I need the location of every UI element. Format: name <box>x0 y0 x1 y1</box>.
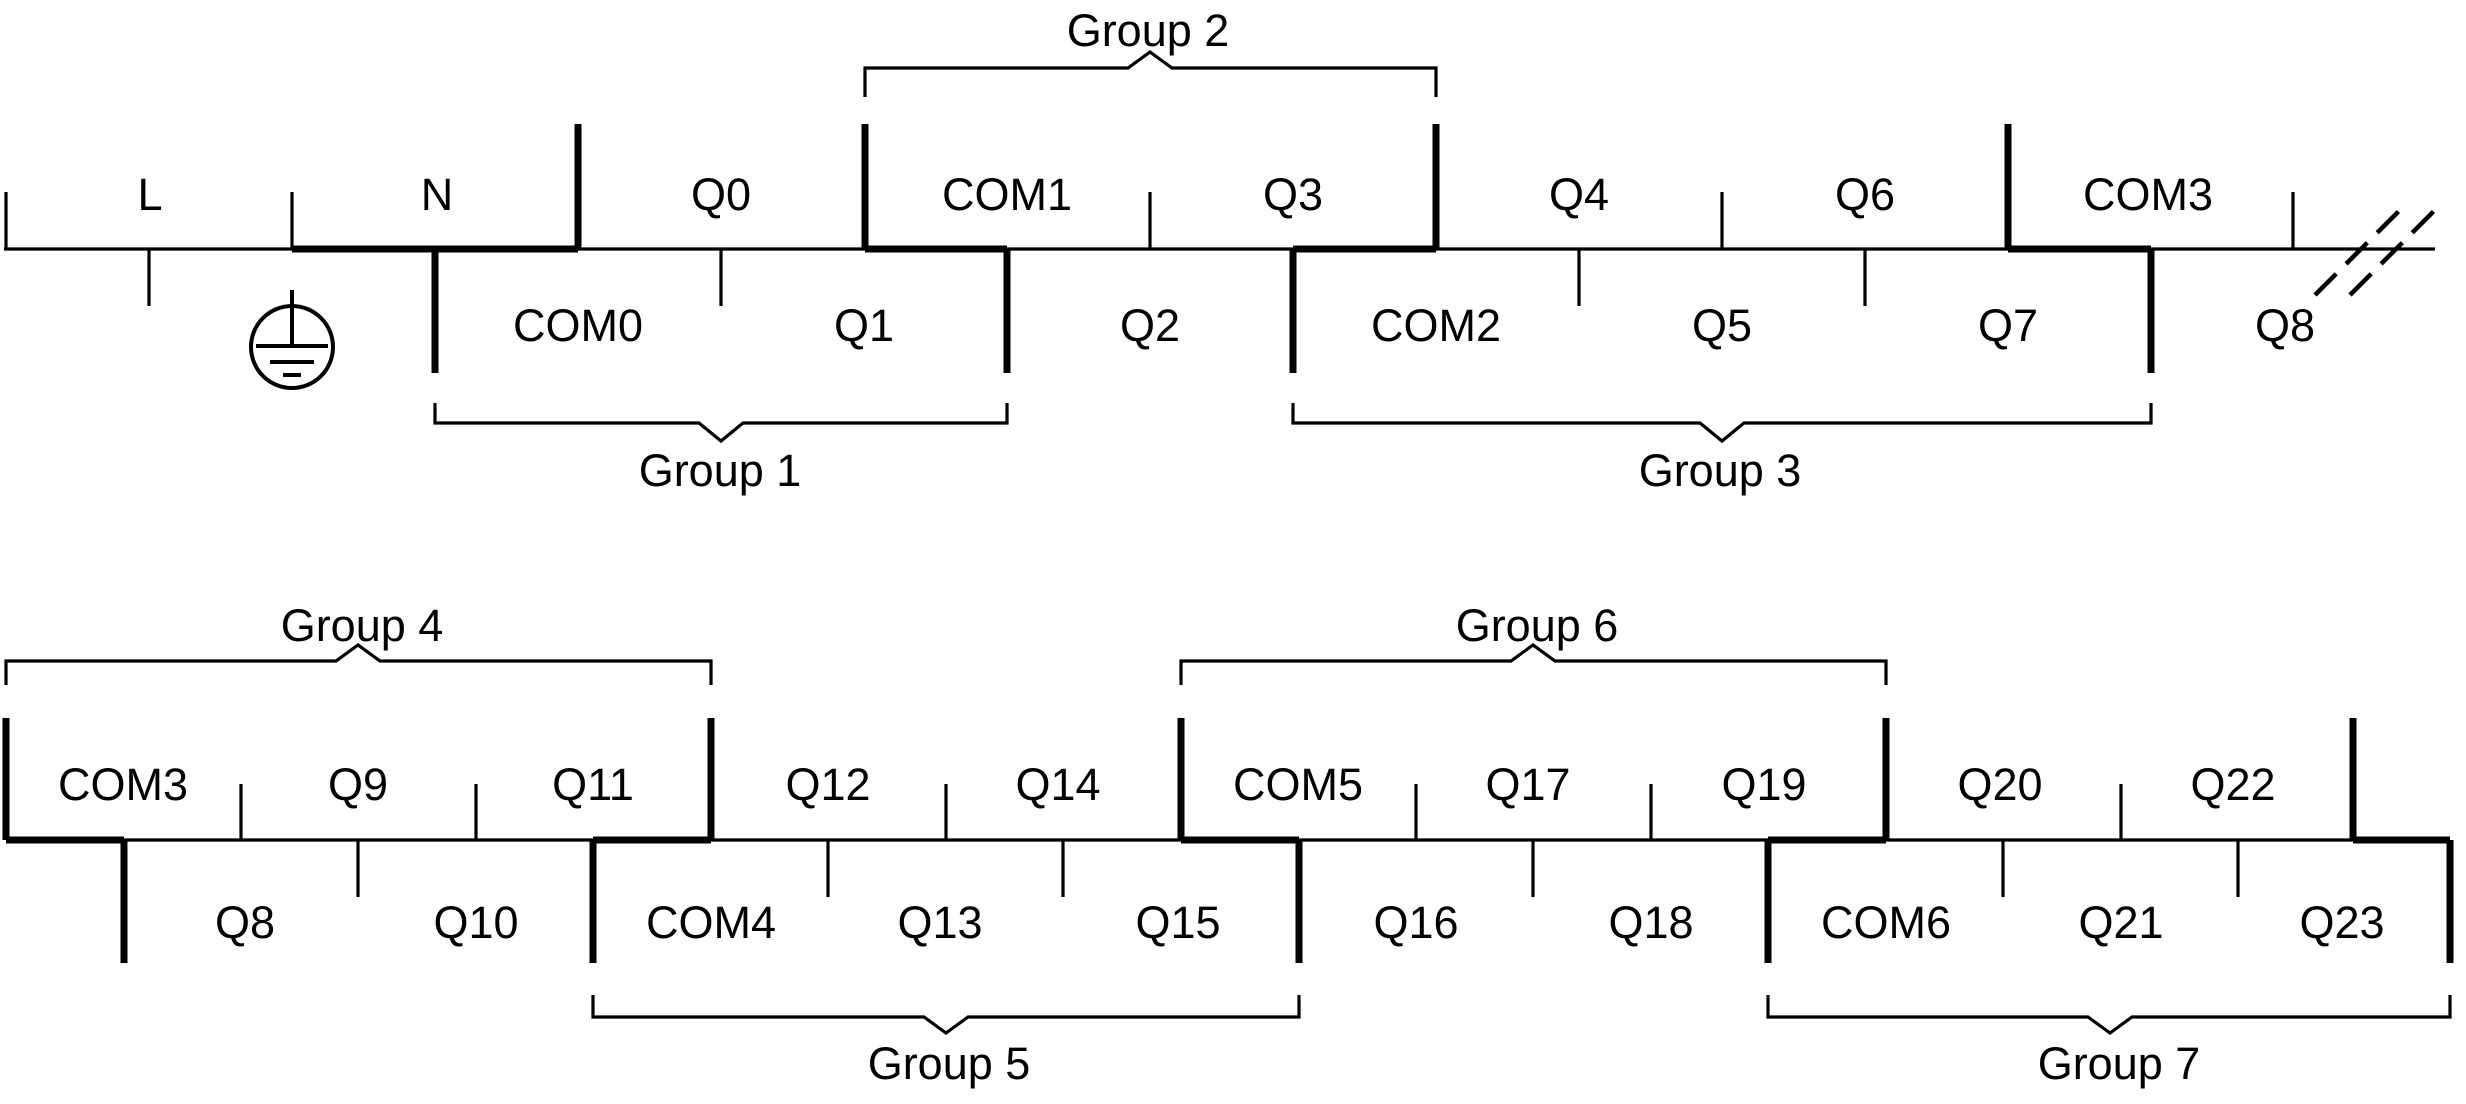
terminal-label: Q14 <box>1015 759 1100 810</box>
group-2-brace <box>863 50 1438 97</box>
terminal-label: COM1 <box>942 169 1072 220</box>
row1-labels-below: COM0 Q1 Q2 COM2 Q5 Q7 Q8 <box>513 300 2315 351</box>
terminal-label: Q6 <box>1835 169 1895 220</box>
row1-group-boundary-ticks-up <box>574 124 2012 249</box>
row1-labels-above: L N Q0 COM1 Q3 Q4 Q6 COM3 <box>137 169 2213 220</box>
terminal-label: Q9 <box>328 759 388 810</box>
terminal-label: Q7 <box>1978 300 2038 351</box>
group-5-annotation: Group 5 <box>591 995 1301 1089</box>
terminal-label: Q10 <box>433 897 518 948</box>
row2-labels-below: Q8 Q10 COM4 Q13 Q15 Q16 Q18 COM6 Q21 Q23 <box>215 897 2385 948</box>
row2-labels-above: COM3 Q9 Q11 Q12 Q14 COM5 Q17 Q19 Q20 Q22 <box>58 759 2276 810</box>
terminal-label: COM3 <box>58 759 188 810</box>
terminal-label: L <box>137 169 162 220</box>
group-5-brace <box>591 995 1301 1035</box>
terminal-label: COM5 <box>1233 759 1363 810</box>
terminal-label: Q22 <box>2190 759 2275 810</box>
terminal-label: Q0 <box>691 169 751 220</box>
row2-small-ticks-below <box>356 840 2240 897</box>
terminal-label: Q8 <box>2255 300 2315 351</box>
group-1-brace <box>433 403 1009 444</box>
terminal-label: N <box>421 169 454 220</box>
group-3-annotation: Group 3 <box>1291 403 2153 496</box>
group-6-brace <box>1179 643 1888 685</box>
terminal-label: Q5 <box>1692 300 1752 351</box>
terminal-label: Q8 <box>215 897 275 948</box>
terminal-label: Q4 <box>1549 169 1609 220</box>
terminal-label: Q3 <box>1263 169 1323 220</box>
row2-group-boundary-ticks-down <box>120 840 2454 963</box>
group-4-brace <box>4 643 713 685</box>
group-3-label: Group 3 <box>1639 445 1802 496</box>
group-1-label: Group 1 <box>639 445 802 496</box>
terminal-label: Q21 <box>2078 897 2163 948</box>
group-1-annotation: Group 1 <box>433 403 1009 496</box>
terminal-label: Q11 <box>552 759 634 810</box>
terminal-label: COM6 <box>1821 897 1951 948</box>
group-3-brace <box>1291 403 2153 444</box>
terminal-label: Q1 <box>834 300 894 351</box>
group-7-annotation: Group 7 <box>1766 995 2452 1089</box>
group-6-label: Group 6 <box>1456 600 1619 651</box>
row2-small-ticks-above <box>239 784 2123 840</box>
terminal-label: Q18 <box>1608 897 1693 948</box>
group-4-label: Group 4 <box>281 600 444 651</box>
row1-small-ticks-below <box>147 249 1867 306</box>
row2-strip: COM3 Q9 Q11 Q12 Q14 COM5 Q17 Q19 Q20 Q22… <box>2 600 2454 1089</box>
terminal-label: Q12 <box>785 759 870 810</box>
terminal-label: COM0 <box>513 300 643 351</box>
group-7-label: Group 7 <box>2038 1038 2201 1089</box>
terminal-label: Q17 <box>1485 759 1570 810</box>
group-5-label: Group 5 <box>868 1038 1031 1089</box>
row1-group-boundary-ticks-down <box>431 249 2155 373</box>
terminal-label: Q20 <box>1957 759 2042 810</box>
row1-strip: L N Q0 COM1 Q3 Q4 Q6 COM3 COM0 Q1 Q2 COM… <box>4 5 2437 496</box>
group-2-annotation: Group 2 <box>863 5 1438 97</box>
double-slash-break-icon <box>2313 208 2437 297</box>
group-4-annotation: Group 4 <box>4 600 713 685</box>
terminal-label: Q16 <box>1373 897 1458 948</box>
terminal-label: COM2 <box>1371 300 1501 351</box>
group-2-label: Group 2 <box>1067 5 1230 56</box>
group-7-brace <box>1766 995 2452 1035</box>
terminal-label: Q19 <box>1721 759 1806 810</box>
row1-small-ticks-above <box>4 192 2295 249</box>
terminal-label: COM4 <box>646 897 776 948</box>
row2-group-boundary-ticks-up <box>2 718 2357 840</box>
terminal-label: COM3 <box>2083 169 2213 220</box>
terminal-label: Q15 <box>1135 897 1220 948</box>
group-6-annotation: Group 6 <box>1179 600 1888 685</box>
terminal-label: Q13 <box>897 897 982 948</box>
terminal-label: Q23 <box>2299 897 2384 948</box>
terminal-label: Q2 <box>1120 300 1180 351</box>
protective-earth-icon <box>249 290 335 390</box>
